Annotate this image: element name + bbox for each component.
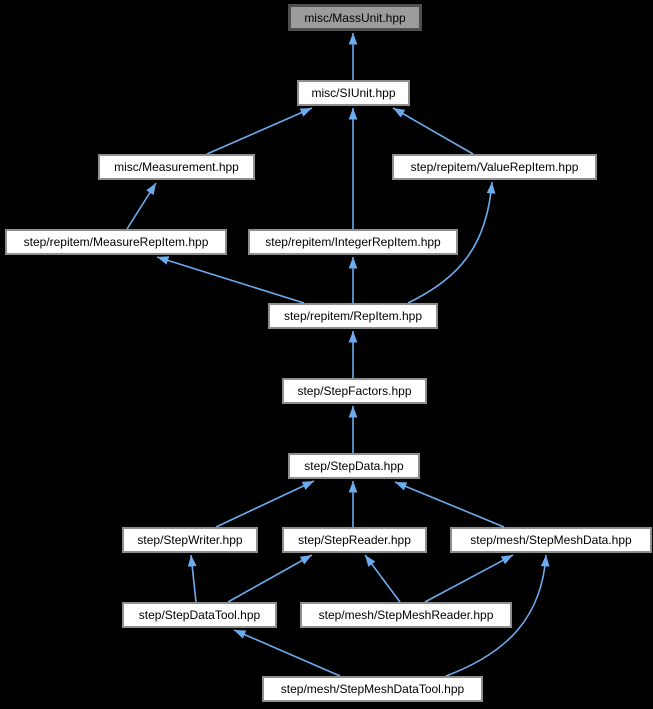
graph-node-misc-siunit[interactable]: misc/SIUnit.hpp [297, 80, 410, 106]
graph-node-label: step/repitem/RepItem.hpp [283, 309, 423, 323]
graph-node-label: step/repitem/ValueRepItem.hpp [410, 160, 579, 174]
edge-misc-measurement-to-misc-siunit [206, 107, 313, 155]
edge-step-stepdatatool-to-step-stepwriter [187, 554, 197, 603]
edge-repitem-valuerepitem-to-misc-siunit [392, 107, 474, 155]
graph-node-repitem-valuerepitem[interactable]: step/repitem/ValueRepItem.hpp [392, 154, 597, 180]
edge-mesh-stepmeshdatatool-to-mesh-stepmeshdata [445, 554, 550, 677]
graph-node-repitem-measurerepitem[interactable]: step/repitem/MeasureRepItem.hpp [5, 229, 227, 255]
graph-node-label: misc/MassUnit.hpp [304, 10, 406, 25]
graph-node-repitem-integerrepitem[interactable]: step/repitem/IntegerRepItem.hpp [248, 229, 458, 255]
edge-repitem-measurerepitem-to-misc-measurement [126, 182, 157, 230]
graph-node-label: step/mesh/StepMeshData.hpp [470, 533, 632, 547]
graph-node-label: step/StepFactors.hpp [297, 384, 412, 398]
graph-node-misc-measurement[interactable]: misc/Measurement.hpp [98, 154, 255, 180]
graph-node-repitem-repitem[interactable]: step/repitem/RepItem.hpp [268, 303, 438, 329]
graph-node-label: step/repitem/IntegerRepItem.hpp [265, 235, 441, 249]
graph-node-label: step/repitem/MeasureRepItem.hpp [23, 235, 209, 249]
edge-step-stepdatatool-to-step-stepreader [227, 554, 313, 603]
graph-node-step-stepfactors[interactable]: step/StepFactors.hpp [282, 378, 427, 404]
graph-node-label: step/StepDataTool.hpp [138, 608, 261, 622]
graph-node-label: step/StepData.hpp [304, 459, 404, 473]
edge-mesh-stepmeshdata-to-step-stepdata [394, 481, 505, 528]
graph-node-misc-massunit[interactable]: misc/MassUnit.hpp [288, 4, 422, 31]
edge-repitem-repitem-to-repitem-measurerepitem [156, 256, 305, 304]
graph-node-label: step/mesh/StepMeshReader.hpp [318, 608, 494, 622]
graph-node-label: misc/Measurement.hpp [114, 160, 239, 174]
graph-node-step-stepdata[interactable]: step/StepData.hpp [288, 453, 420, 479]
edge-mesh-stepmeshdatatool-to-step-stepdatatool [233, 629, 341, 677]
edge-mesh-stepmeshreader-to-mesh-stepmeshdata [424, 554, 514, 603]
graph-node-label: step/StepReader.hpp [298, 533, 411, 547]
edge-mesh-stepmeshreader-to-step-stepreader [364, 554, 401, 603]
graph-node-label: misc/SIUnit.hpp [311, 86, 396, 100]
graph-node-step-stepreader[interactable]: step/StepReader.hpp [282, 527, 427, 553]
graph-node-label: step/mesh/StepMeshDataTool.hpp [280, 682, 465, 696]
graph-node-label: step/StepWriter.hpp [137, 533, 243, 547]
graph-node-step-stepwriter[interactable]: step/StepWriter.hpp [122, 527, 258, 553]
graph-node-mesh-stepmeshdatatool[interactable]: step/mesh/StepMeshDataTool.hpp [262, 676, 483, 702]
edge-step-stepwriter-to-step-stepdata [215, 480, 315, 528]
graph-node-step-stepdatatool[interactable]: step/StepDataTool.hpp [122, 602, 277, 628]
edge-repitem-repitem-to-repitem-valuerepitem [407, 181, 496, 304]
graph-node-mesh-stepmeshdata[interactable]: step/mesh/StepMeshData.hpp [450, 527, 652, 553]
graph-node-mesh-stepmeshreader[interactable]: step/mesh/StepMeshReader.hpp [300, 602, 512, 628]
